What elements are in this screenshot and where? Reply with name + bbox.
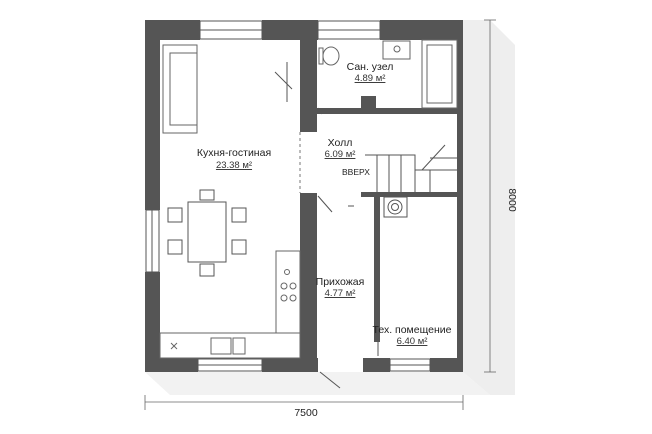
room-kitchen-living-name: Кухня-гостиная: [197, 147, 271, 159]
dimension-lines: [144, 19, 496, 410]
room-kitchen-living-area: 23.38 м²: [216, 160, 252, 171]
boiler: [383, 196, 408, 218]
inner-walls: [300, 40, 457, 358]
kitchen-counters: [159, 250, 301, 359]
windows: [145, 20, 431, 372]
room-entrance-area: 4.77 м²: [325, 288, 356, 299]
dimension-height: 8000: [506, 188, 518, 212]
doors: [317, 107, 379, 389]
room-tech-name: Тех. помещение: [373, 324, 452, 336]
tv: [274, 62, 293, 102]
outer-walls: [145, 20, 463, 372]
room-tech-area: 6.40 м²: [397, 336, 428, 347]
room-hall-area: 6.09 м²: [325, 149, 356, 160]
wall-shadow: [463, 20, 515, 395]
dining-table: [167, 189, 247, 277]
room-bathroom-name: Сан. узел: [347, 61, 394, 73]
dimension-width: 7500: [294, 407, 318, 419]
room-hall-name: Холл: [328, 137, 353, 149]
sofa: [162, 44, 198, 134]
bathroom-fixtures: [318, 39, 458, 109]
staircase: [365, 144, 457, 192]
room-bathroom-area: 4.89 м²: [355, 73, 386, 84]
room-entrance-name: Прихожая: [316, 276, 365, 288]
stairs-label: ВВЕРХ: [342, 167, 370, 177]
wall-shadow-bottom: [145, 372, 490, 395]
